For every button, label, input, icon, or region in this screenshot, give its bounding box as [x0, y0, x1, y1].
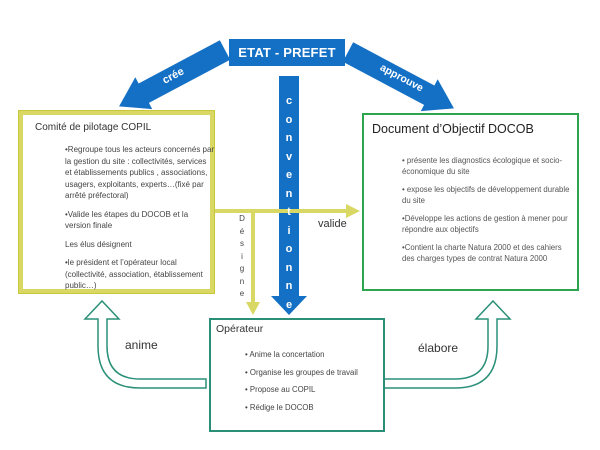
- elabore-label: élabore: [418, 341, 459, 355]
- docob-title: Document d’Objectif DOCOB: [372, 122, 534, 136]
- copil-title: Comité de pilotage COPIL: [35, 122, 152, 133]
- approuve-arrow: [342, 42, 454, 112]
- vertical-letter: g: [239, 264, 245, 273]
- docob-item: • présente les diagnostics écologique et…: [402, 156, 563, 176]
- vertical-letter: i: [287, 224, 291, 237]
- docob-item: •Contient la charte Natura 2000 et des c…: [402, 243, 562, 263]
- etat-prefet-box: ETAT - PREFET: [229, 39, 345, 66]
- vertical-letter: v: [285, 150, 293, 163]
- vertical-letter: n: [285, 261, 293, 274]
- docob-item: •Développe les actions de gestion à mene…: [402, 214, 568, 234]
- vertical-letter: o: [285, 243, 293, 255]
- copil-box: Comité de pilotage COPIL •Regroupe tous …: [18, 110, 215, 294]
- docob-item: • expose les objectifs de développement …: [402, 185, 570, 205]
- valide-arrow: [210, 204, 360, 218]
- vertical-letter: e: [239, 289, 245, 298]
- operateur-title: Opérateur: [216, 323, 264, 335]
- operateur-item: • Anime la concertation: [245, 350, 325, 359]
- designe-arrow: [246, 211, 260, 315]
- operateur-item: • Organise les groupes de travail: [245, 367, 358, 377]
- valide-label: valide: [318, 218, 347, 230]
- copil-item: •le président et l’opérateur local (coll…: [65, 258, 203, 290]
- anime-arrow: [83, 299, 207, 389]
- vertical-letter: n: [285, 280, 293, 292]
- vertical-letter: o: [285, 113, 293, 126]
- vertical-letter: n: [285, 187, 293, 200]
- docob-items: • présente les diagnostics écologique et…: [402, 155, 572, 271]
- vertical-letter: t: [287, 206, 291, 218]
- vertical-letter: n: [239, 276, 245, 286]
- vertical-letter: s: [240, 239, 244, 248]
- vertical-letter: i: [241, 251, 243, 261]
- copil-item: •Valide les étapes du DOCOB et la versio…: [65, 209, 189, 231]
- vertical-letter: e: [285, 298, 293, 311]
- conventionne-arrow: [271, 76, 307, 315]
- etat-prefet-label: ETAT - PREFET: [238, 45, 336, 60]
- copil-item: Les élus désignent: [65, 239, 132, 249]
- vertical-letter: é: [239, 226, 245, 236]
- anime-label: anime: [125, 338, 158, 352]
- operateur-item: • Propose au COPIL: [245, 385, 316, 394]
- copil-items: •Regroupe tous les acteurs concernés par…: [65, 144, 215, 299]
- vertical-letter: n: [285, 132, 293, 144]
- operateur-box: Opérateur • Anime la concertation • Orga…: [209, 318, 385, 432]
- copil-item: •Regroupe tous les acteurs concernés par…: [65, 145, 215, 200]
- vertical-letter: D: [239, 214, 245, 223]
- vertical-letter: c: [285, 95, 293, 107]
- elabore-arrow: [383, 299, 512, 389]
- operateur-items: • Anime la concertation • Organise les g…: [245, 350, 358, 420]
- operateur-item: • Rédige le DOCOB: [245, 402, 314, 412]
- docob-box: Document d’Objectif DOCOB • présente les…: [362, 113, 579, 291]
- vertical-letter: e: [285, 169, 293, 181]
- cree-arrow: [119, 40, 231, 110]
